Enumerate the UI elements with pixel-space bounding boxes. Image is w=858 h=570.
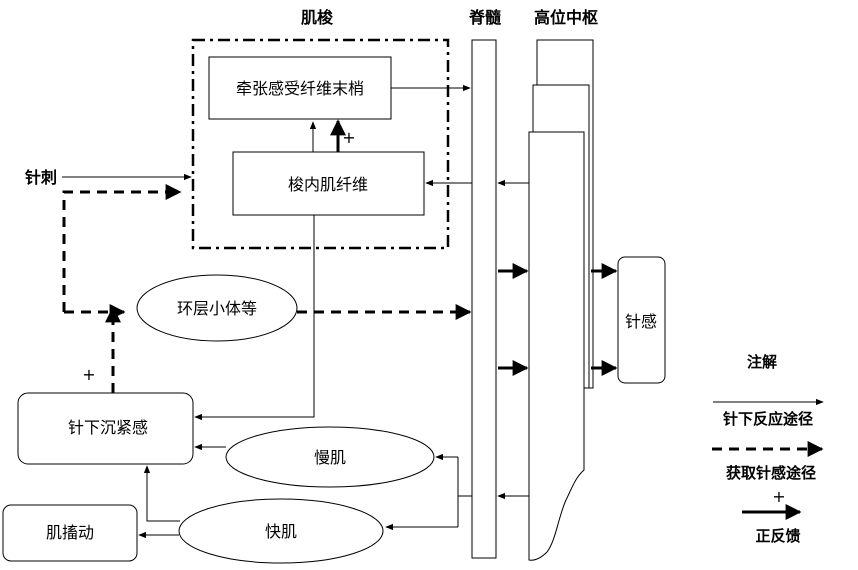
muscle-twitch-label: 肌搐动 (46, 523, 94, 542)
muscle-twitch-box (2, 504, 138, 562)
spinal-cord-header: 脊髓 (468, 8, 502, 27)
tension-receptor-label: 牵张感受纤维末梢 (236, 79, 364, 98)
intrafusal-to-heaviness-arrow (194, 215, 315, 421)
needle-sensation-label: 针感 (625, 312, 657, 331)
needling-dashed-to-spindle-arrow (62, 184, 182, 312)
heaviness-box (17, 392, 194, 465)
heaviness-label: 针下沉紧感 (68, 418, 148, 437)
lamellar-corpuscle-ellipse (136, 274, 298, 342)
plus-sign-spindle: + (342, 128, 355, 147)
legend-title: 注解 (747, 353, 777, 371)
fast-muscle-label: 快肌 (265, 522, 297, 541)
fast-muscle-ellipse (178, 498, 384, 564)
higher-center-page-front (528, 131, 585, 561)
legend-sensation-label: 获取针感途径 (726, 464, 816, 482)
higher-center-header: 高位中枢 (534, 8, 598, 27)
tension-receptor-box (208, 56, 392, 120)
intrafusal-fiber-box (232, 151, 425, 216)
legend-reaction-label: 针下反应途径 (723, 410, 813, 428)
plus-sign-heaviness: + (82, 365, 95, 384)
muscle-spindle-frame (191, 38, 450, 250)
legend-plus-sign: + (772, 487, 785, 506)
intrafusal-fiber-label: 梭内肌纤维 (288, 175, 368, 194)
needle-sensation-box (617, 256, 666, 384)
legend-feedback-label: 正反馈 (755, 527, 800, 545)
slow-muscle-ellipse (225, 426, 435, 488)
needling-label: 针刺 (25, 168, 57, 187)
lamellar-corpuscle-label: 环层小体等 (177, 299, 257, 318)
spinal-cord-column (471, 39, 497, 559)
slow-muscle-label: 慢肌 (314, 448, 346, 467)
fast-to-heaviness-arrow (143, 465, 180, 522)
muscle-spindle-header: 肌梭 (301, 8, 334, 27)
